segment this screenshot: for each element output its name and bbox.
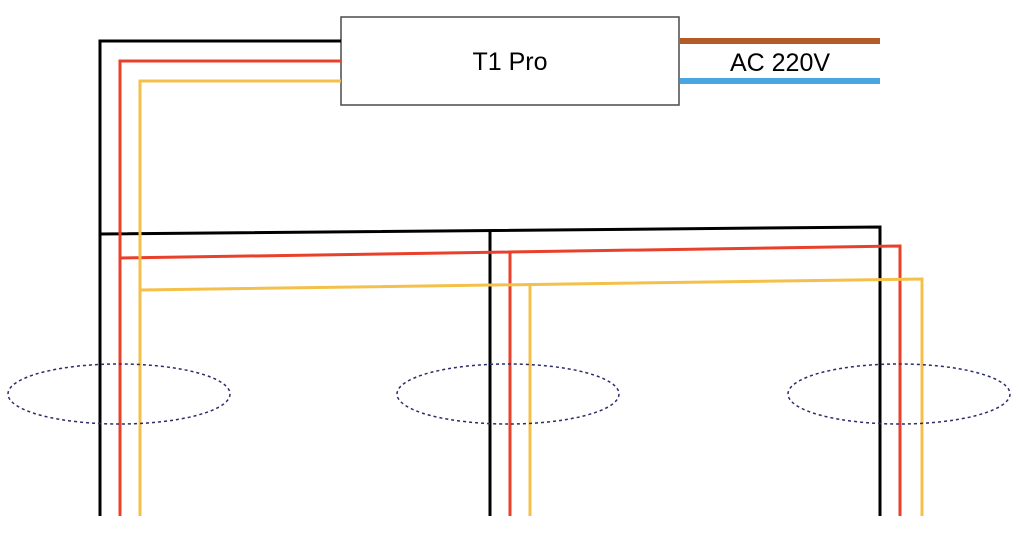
lamp-outline-1 [7, 363, 231, 425]
mains-label: AC 220V [730, 49, 830, 77]
lamp-outline-2 [396, 363, 620, 425]
lamp-outline-3 [787, 363, 1011, 425]
black-wire-bus [99, 225, 882, 516]
controller-label: T1 Pro [472, 48, 547, 76]
yellow-wire-bus [139, 277, 924, 516]
black-wire-main [98, 39, 341, 516]
red-wire-bus [119, 244, 902, 516]
yellow-wire-main [138, 79, 341, 516]
